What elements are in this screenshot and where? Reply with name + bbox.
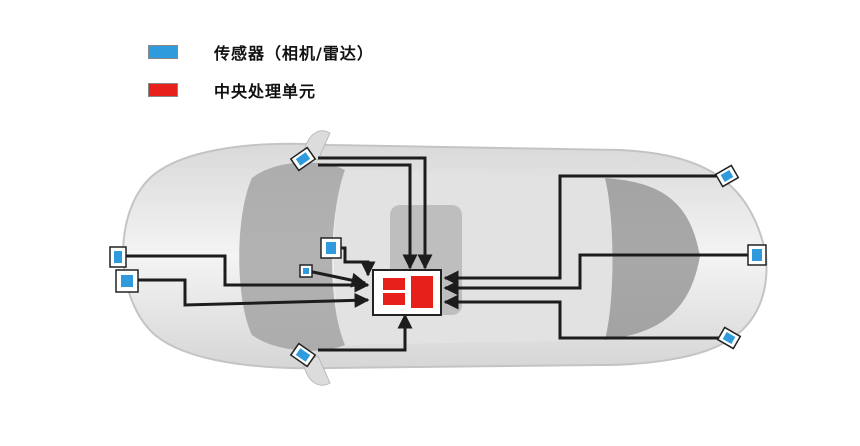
sensor-interior-small (300, 265, 312, 277)
sensor-front-bumper-top (110, 247, 126, 267)
sensor-rear-center (748, 245, 766, 265)
cabin-roof (334, 170, 613, 345)
sensor-front-bumper-bottom (116, 270, 138, 292)
sensor-windshield-camera (321, 238, 341, 258)
central-processing-unit (373, 270, 441, 315)
